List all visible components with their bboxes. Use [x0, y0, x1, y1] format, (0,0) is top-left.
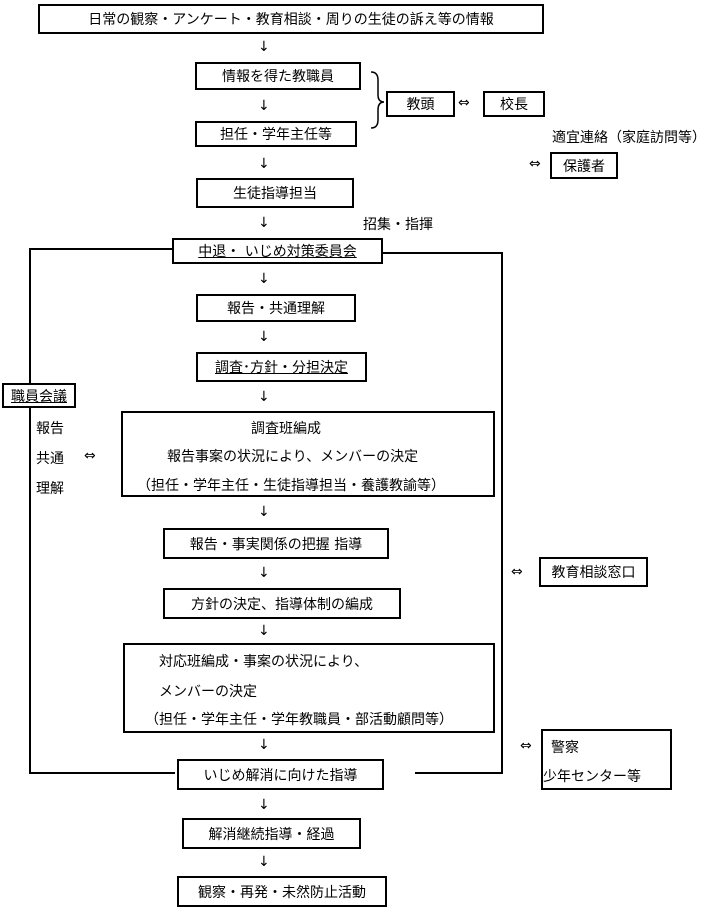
bidirectional-arrow-icon: ⇔	[458, 95, 470, 111]
down-arrow-icon: ↓	[258, 271, 270, 287]
bidirectional-arrow-icon: ⇔	[520, 738, 532, 754]
info-sources-box: 日常の観察・アンケート・教育相談・周りの生徒の訴え等の情報	[38, 4, 544, 34]
down-arrow-icon: ↓	[258, 737, 270, 753]
down-arrow-icon: ↓	[258, 39, 270, 55]
side-label-report: 報告	[36, 421, 64, 437]
prevent-box: 観察・再発・未然防止活動	[177, 876, 387, 907]
principal-box: 校長	[483, 91, 545, 117]
bidirectional-arrow-icon: ⇔	[84, 448, 96, 464]
survey-team-box: 調査班編成 報告事案の状況により、メンバーの決定 （担任・学年主任・生徒指導担当…	[121, 411, 495, 497]
continue-box: 解消継続指導・経過	[182, 818, 361, 849]
homeroom-box: 担任・学年主任等	[195, 121, 357, 147]
facts-box: 報告・事実関係の把握 指導	[163, 528, 389, 559]
down-arrow-icon: ↓	[258, 156, 270, 172]
response-team-box: 対応班編成・事案の状況により、 メンバーの決定 （担任・学年主任・学年教職員・部…	[123, 643, 495, 733]
down-arrow-icon: ↓	[258, 98, 270, 114]
counsel-box: 教育相談窓口	[539, 557, 648, 587]
response-team-line: （担任・学年主任・学年教職員・部活動顧問等）	[145, 712, 453, 728]
resolve-box: いじめ解消に向けた指導	[177, 759, 384, 790]
side-label-understanding: 理解	[36, 481, 64, 497]
police-box: 警察 少年センター等	[541, 729, 672, 790]
down-arrow-icon: ↓	[258, 623, 270, 639]
response-team-line: 対応班編成・事案の状況により、	[159, 654, 369, 670]
down-arrow-icon: ↓	[258, 854, 270, 870]
staff-meeting-box: 職員会議	[2, 383, 76, 408]
survey-box: 調査･方針・分担決定	[196, 352, 367, 382]
guardian-contact-label: 適宜連絡（家庭訪問等）	[552, 130, 706, 146]
staff-box: 情報を得た教職員	[195, 62, 361, 90]
down-arrow-icon: ↓	[258, 329, 270, 345]
side-label-shared: 共通	[36, 451, 64, 467]
down-arrow-icon: ↓	[258, 215, 270, 231]
survey-team-line: （担任・学年主任・生徒指導担当・養護教諭等）	[137, 478, 445, 494]
guardian-box: 保護者	[550, 152, 618, 179]
down-arrow-icon: ↓	[258, 504, 270, 520]
down-arrow-icon: ↓	[258, 797, 270, 813]
police-line: 少年センター等	[543, 769, 641, 785]
guidance-box: 生徒指導担当	[196, 178, 354, 208]
bidirectional-arrow-icon: ⇔	[529, 156, 541, 172]
down-arrow-icon: ↓	[258, 565, 270, 581]
report-box: 報告・共通理解	[196, 294, 356, 322]
police-line: 警察	[551, 740, 579, 756]
down-arrow-icon: ↓	[258, 389, 270, 405]
bidirectional-arrow-icon: ⇔	[511, 564, 523, 580]
survey-team-line: 報告事案の状況により、メンバーの決定	[167, 449, 419, 465]
committee-box: 中退・ いじめ対策委員会	[172, 238, 383, 264]
survey-team-title: 調査班編成	[251, 421, 321, 437]
response-team-line: メンバーの決定	[159, 684, 257, 700]
policy-box: 方針の決定、指導体制の編成	[163, 588, 401, 619]
vice-principal-box: 教頭	[386, 91, 455, 117]
convene-label: 招集・指揮	[363, 217, 433, 233]
